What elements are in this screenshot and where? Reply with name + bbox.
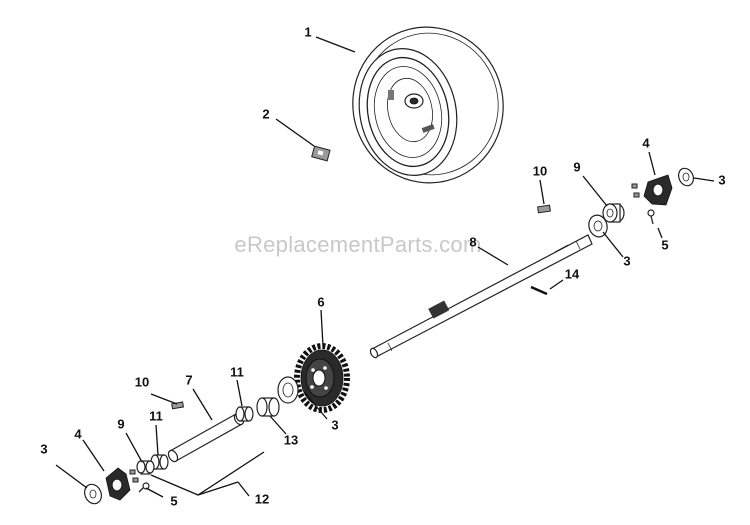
callout-11-lower: 11 xyxy=(149,408,163,423)
callout-12: 12 xyxy=(255,491,269,506)
callout-14: 14 xyxy=(565,266,580,281)
gear xyxy=(294,343,350,413)
callout-10-lower: 10 xyxy=(135,374,149,389)
callout-3-gear: 3 xyxy=(331,417,338,432)
callout-3-left: 3 xyxy=(40,441,47,456)
wheel-tire xyxy=(352,26,504,184)
callout-3-right: 3 xyxy=(623,253,630,268)
callout-5-right: 5 xyxy=(661,237,668,252)
callout-4-left: 4 xyxy=(74,426,82,441)
left-assembly xyxy=(84,467,150,505)
callout-3-upper-right: 3 xyxy=(718,172,725,187)
short-shaft xyxy=(167,412,245,463)
right-assembly xyxy=(588,167,694,238)
part-10-key-upper xyxy=(537,204,551,214)
callout-labels: 1 2 3 3 3 3 4 4 5 5 6 7 8 9 9 10 10 11 1… xyxy=(40,24,725,508)
callout-4-right: 4 xyxy=(642,135,650,150)
callout-9-left: 9 xyxy=(117,416,124,431)
part-14-pin xyxy=(530,285,548,296)
bushing-11-upper xyxy=(235,406,254,422)
callout-11-upper: 11 xyxy=(230,364,244,379)
callout-8: 8 xyxy=(469,234,476,249)
bushing-9-left xyxy=(136,460,155,475)
bushing-13 xyxy=(256,397,280,417)
callout-13: 13 xyxy=(284,432,298,447)
callout-1: 1 xyxy=(304,24,311,39)
callout-9-right: 9 xyxy=(573,159,580,174)
callout-6: 6 xyxy=(317,294,324,309)
part-2-clip xyxy=(311,145,331,162)
axle-shaft xyxy=(369,234,593,359)
callout-7: 7 xyxy=(185,372,192,387)
callout-5-left: 5 xyxy=(170,493,177,508)
watermark-text: eReplacementParts.com xyxy=(234,232,481,257)
leader-lines xyxy=(55,36,715,498)
callout-2: 2 xyxy=(262,106,269,121)
washer-gear xyxy=(277,376,299,404)
bushing-11-lower xyxy=(150,454,169,470)
callout-10-upper: 10 xyxy=(533,163,547,178)
